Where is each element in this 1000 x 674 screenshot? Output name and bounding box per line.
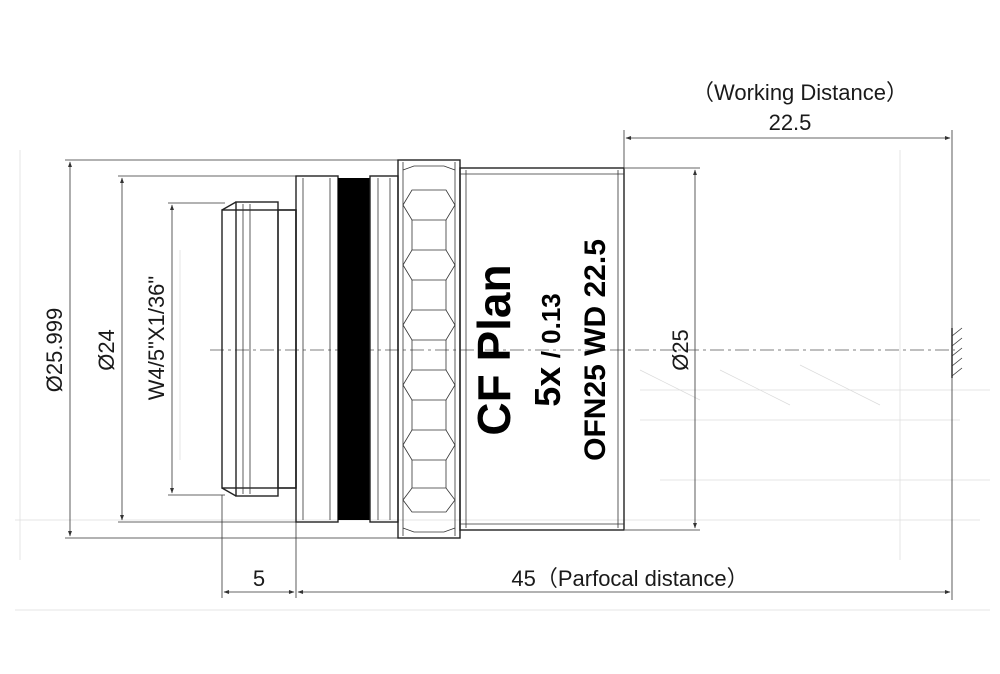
- mount-diameter-label: Ø24: [94, 329, 119, 371]
- rubber-band: [338, 178, 370, 520]
- lens-magnification-aperture: 5x / 0.13: [527, 293, 568, 407]
- lens-aperture: / 0.13: [536, 293, 566, 358]
- extension-lines: [65, 130, 953, 600]
- working-distance-value: 22.5: [769, 110, 812, 135]
- thread-mount: [221, 201, 297, 497]
- working-distance-label: （Working Distance）: [692, 80, 908, 105]
- barrel-diameter-label: Ø25: [668, 329, 693, 371]
- shoulder-ring: [295, 175, 339, 523]
- main-barrel: [459, 167, 625, 531]
- thread-length-value: 5: [253, 566, 265, 591]
- lens-marking: CF Plan 5x / 0.13 OFN25 WD 22.5: [468, 239, 612, 461]
- knurled-nut: [397, 159, 461, 539]
- specimen-plane: [951, 327, 963, 378]
- dimension-lines: [68, 136, 951, 594]
- lens-ofn-wd: OFN25 WD 22.5: [579, 239, 612, 461]
- outer-diameter-label: Ø25.999: [42, 308, 67, 392]
- lens-name: CF Plan: [468, 264, 520, 435]
- collar-ring: [369, 175, 399, 523]
- parfocal-distance-label: 45（Parfocal distance）: [511, 566, 748, 591]
- thread-spec-label: W4/5"X1/36": [144, 276, 169, 400]
- background-pattern: [15, 150, 990, 611]
- lens-magnification: 5x: [527, 367, 568, 407]
